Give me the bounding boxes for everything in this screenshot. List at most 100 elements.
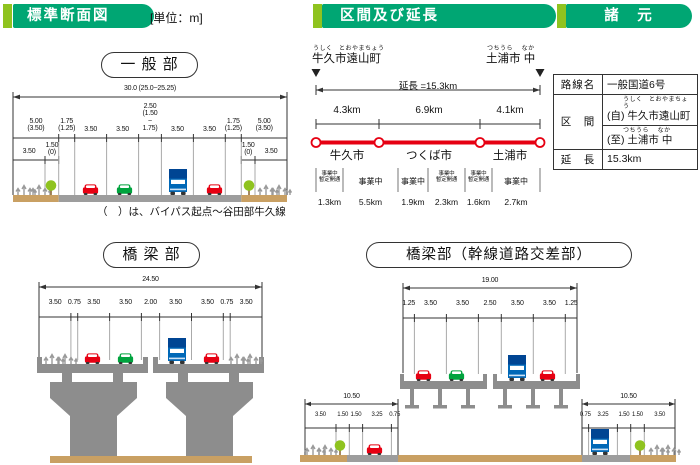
- dim-label: 3.50: [200, 299, 214, 306]
- dim-total: 19.00: [481, 277, 499, 284]
- route-city: つくば市: [406, 150, 452, 162]
- grass-icon: [316, 444, 338, 455]
- dim-label: 3.25: [371, 412, 383, 418]
- bridge-crossing-title: 橋梁部（幹線道路交差部）: [366, 242, 632, 268]
- bridge-pier-left: [37, 357, 148, 456]
- grass-icon: [43, 353, 65, 364]
- dim-label: 1.50 (0): [241, 142, 255, 157]
- dim-label: 2.50 (1.50 ~ 1.75): [142, 103, 158, 133]
- table-row: 延 長 15.3km: [553, 148, 698, 170]
- truck-icon: [591, 429, 609, 455]
- elevated-deck: [400, 374, 580, 409]
- dim-label: 0.75: [67, 299, 81, 306]
- truck-icon: [168, 338, 186, 364]
- dim-label: 3.50: [48, 299, 62, 306]
- spec-route-name-label: 路線名: [553, 74, 603, 95]
- truck-icon: [508, 355, 526, 381]
- dim-label: 5.00 (3.50): [255, 118, 273, 133]
- dim-label: 1.75 (1.25): [224, 118, 242, 133]
- table-row: つちうら なか (至) 土浦市 中: [554, 124, 698, 150]
- segment-status: 事業中: [504, 177, 528, 186]
- segment-status: 事業中 暫定開通: [435, 171, 458, 183]
- dim-label: 1.25: [402, 300, 416, 307]
- dim-label: 0.75: [389, 412, 401, 418]
- dim-label: 1.50: [618, 412, 630, 418]
- spec-from-furigana: うしく とおやまちょう: [623, 97, 689, 110]
- dim-total: 10.50: [343, 393, 360, 400]
- dim-label: 3.50: [315, 412, 326, 418]
- segment-status: 事業中: [401, 177, 425, 186]
- dim-label: 3.50: [202, 126, 216, 133]
- dim-label: 2.50: [483, 300, 497, 307]
- segment-length: 1.3km: [317, 197, 342, 207]
- tree-icon: [243, 180, 255, 195]
- spec-length-value: 15.3km: [602, 148, 698, 170]
- spec-to-value: (至) 土浦市 中: [607, 134, 673, 147]
- car-icon: [116, 184, 133, 195]
- route-section-length: 4.1km: [496, 105, 524, 116]
- grass-icon: [270, 184, 292, 195]
- dim-label: 3.50: [455, 300, 469, 307]
- spec-length-label: 延 長: [553, 148, 603, 170]
- route-city: 牛久市: [329, 150, 365, 162]
- grass-icon: [257, 184, 279, 195]
- dim-total: 30.0 (25.0~25.25): [123, 85, 177, 92]
- route-end-furigana: つちうら なか: [487, 46, 535, 52]
- unit-label: [単位：m]: [150, 11, 203, 25]
- dim-label: 3.50: [22, 148, 36, 155]
- car-icon: [82, 184, 99, 195]
- truck-icon: [169, 169, 187, 195]
- spec-section-label: 区 間: [553, 94, 603, 150]
- dim-label: 1.50 (0): [45, 142, 59, 157]
- spec-from-value: (自) 牛久市遠山町: [607, 110, 691, 123]
- route-start-furigana: うしく とおやまちょう: [313, 46, 385, 52]
- grass-icon: [56, 353, 78, 364]
- segment-length: 1.6km: [466, 197, 491, 207]
- crossing-ground: [300, 455, 676, 462]
- route-end-name: 土浦市 中: [486, 53, 536, 65]
- dim-total: 24.50: [142, 276, 159, 283]
- car-icon: [366, 444, 383, 455]
- dim-label: 1.25: [564, 300, 578, 307]
- grass-icon: [304, 444, 326, 455]
- table-row: 区 間 うしく とおやまちょう (自) 牛久市遠山町: [553, 94, 698, 150]
- dim-label: 0.75: [220, 299, 234, 306]
- dim-label: 3.25: [597, 412, 609, 418]
- segment-status: 事業中: [358, 177, 383, 186]
- dim-label: 3.50: [510, 300, 524, 307]
- segment-length: 1.9km: [401, 197, 425, 207]
- dim-label: 0.75: [579, 412, 591, 418]
- route-section-length: 6.9km: [415, 105, 443, 116]
- dim-label: 2.00: [144, 299, 157, 306]
- general-ground: [13, 195, 287, 202]
- header-accent-bar: [313, 4, 322, 28]
- segment-length: 2.7km: [504, 197, 528, 207]
- header-accent-bar: [557, 4, 566, 28]
- car-icon: [203, 353, 220, 364]
- dim-label: 3.50: [169, 299, 183, 306]
- segment-status: 事業中 暫定開通: [318, 171, 341, 183]
- bridge-pier-right: [153, 357, 264, 456]
- route-total-length: 延長 =15.3km: [398, 81, 458, 92]
- dim-label: 3.50: [542, 300, 556, 307]
- route-diagram: [310, 69, 546, 192]
- dim-label: 3.50: [87, 299, 101, 306]
- dim-label: 3.50: [239, 299, 253, 306]
- car-icon: [117, 353, 134, 364]
- header-specifications: 諸 元: [566, 4, 692, 28]
- bridge-section-title: 橋 梁 部: [103, 242, 200, 268]
- car-icon: [415, 370, 432, 381]
- dim-label: 1.50: [337, 412, 349, 418]
- segment-status: 事業中 暫定開通: [467, 171, 490, 183]
- dim-label: 3.50: [84, 126, 98, 133]
- spec-section-to: つちうら なか (至) 土浦市 中: [602, 124, 698, 150]
- car-icon: [448, 370, 465, 381]
- dim-label: 1.50: [632, 412, 643, 418]
- route-node-icon: [310, 137, 546, 148]
- dim-total: 10.50: [620, 393, 637, 400]
- spec-table: 路線名 一般国道6号 区 間 うしく とおやまちょう (自) 牛久市遠山町 つち…: [553, 74, 698, 170]
- general-section-note: （ ）は、バイパス起点～谷田部牛久線: [97, 206, 286, 218]
- route-end-marker-icon: [311, 69, 545, 77]
